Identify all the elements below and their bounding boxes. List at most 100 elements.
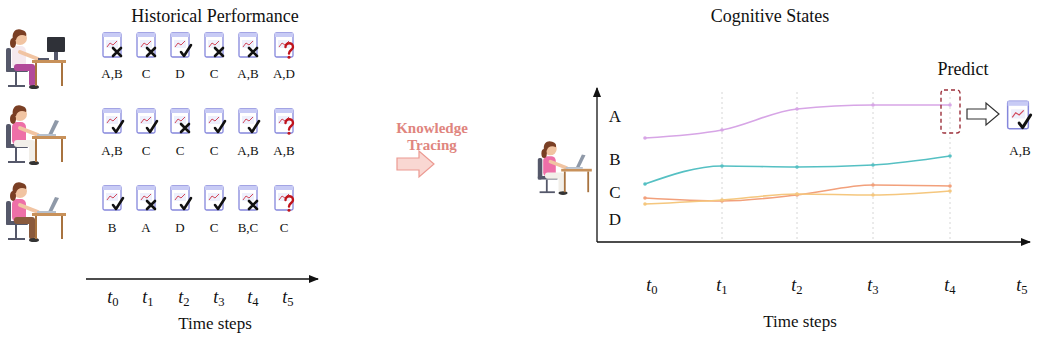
- document-header: [239, 33, 257, 37]
- desk-leg: [35, 139, 37, 162]
- question-dot: [288, 132, 291, 135]
- concept-label: D: [175, 221, 184, 235]
- student-hair: [541, 149, 546, 158]
- document-line: [243, 41, 253, 47]
- tick-index: 1: [147, 295, 153, 309]
- document-chart: [140, 193, 152, 201]
- document-header: [275, 109, 293, 113]
- document-header: [1008, 101, 1029, 106]
- mastery-point: [948, 103, 952, 107]
- document-chart: [208, 116, 220, 124]
- axis-tick: t4: [247, 288, 258, 310]
- tick-symbol: t: [791, 275, 796, 295]
- document-chart: [208, 193, 220, 201]
- document-header: [275, 186, 293, 190]
- question-mark: [286, 43, 294, 53]
- monitor: [47, 37, 65, 52]
- chair-leg: [546, 180, 548, 193]
- concept-label: A,B: [101, 144, 122, 158]
- cross-mark: [147, 201, 155, 209]
- tick-index: 0: [112, 295, 118, 309]
- concept-label: A,D: [273, 67, 295, 81]
- tick-symbol: t: [1016, 275, 1021, 295]
- result-mark: [215, 48, 223, 56]
- concept-label: B: [108, 221, 117, 235]
- exercise-icon: [205, 109, 225, 133]
- document-line: [243, 117, 253, 123]
- concept-label: C: [210, 67, 219, 81]
- document-header: [103, 109, 121, 113]
- tick-symbol: t: [247, 287, 252, 307]
- tick-symbol: t: [646, 275, 651, 295]
- document-chart: [140, 40, 152, 48]
- desk-leg: [61, 63, 63, 86]
- result-mark: [147, 48, 155, 56]
- tick-index: 1: [721, 283, 727, 297]
- document-line: [175, 117, 185, 123]
- mastery-point: [795, 165, 799, 169]
- result-mark: [249, 201, 257, 209]
- process-arrow: [397, 151, 434, 177]
- result-mark: [286, 43, 294, 58]
- concept-label: A,B: [237, 144, 258, 158]
- exercise-icon: [103, 186, 123, 210]
- document: [275, 186, 293, 210]
- desk-leg: [35, 63, 37, 86]
- cross-mark: [147, 48, 155, 56]
- document-chart: [174, 40, 186, 48]
- axis-title: Time steps: [763, 313, 837, 332]
- chair-base: [8, 85, 25, 87]
- panel-title: Historical Performance: [131, 7, 298, 27]
- result-mark: [181, 45, 191, 56]
- check-mark: [215, 121, 225, 132]
- student-hair: [10, 38, 16, 48]
- document-chart: [1011, 109, 1025, 118]
- document-chart: [174, 116, 186, 124]
- exercise-icon: [239, 33, 257, 57]
- concept-label: C: [210, 221, 219, 235]
- exercise-icon: [103, 109, 123, 133]
- document-chart: [106, 40, 118, 48]
- result-mark: [181, 198, 191, 209]
- document-header: [205, 109, 223, 113]
- keyboard: [38, 58, 49, 60]
- mastery-point: [795, 192, 799, 196]
- student-shoe: [559, 191, 568, 195]
- document-header: [103, 186, 121, 190]
- check-mark: [181, 45, 191, 56]
- result-mark: [1019, 115, 1031, 128]
- student-figure: [6, 29, 66, 89]
- exercise-icon: [275, 33, 293, 59]
- laptop-base: [37, 211, 56, 213]
- axis-title: Time steps: [178, 315, 252, 334]
- document-line: [175, 41, 185, 47]
- chair-leg: [15, 225, 17, 239]
- y-axis: [596, 88, 597, 242]
- document-line: [175, 194, 185, 200]
- document: [275, 33, 293, 57]
- mastery-point: [720, 128, 724, 132]
- student-hair: [13, 182, 27, 193]
- document: [103, 33, 121, 57]
- document-header: [171, 33, 189, 37]
- document-line: [107, 194, 117, 200]
- exercise-icon: [239, 109, 259, 133]
- process-label: Knowledge Tracing: [386, 120, 478, 153]
- concept-label: A,B: [273, 144, 294, 158]
- exercise-icon: [171, 186, 191, 210]
- prediction-bracket: [941, 90, 960, 133]
- check-mark: [147, 121, 157, 132]
- mastery-point: [795, 107, 799, 111]
- mastery-point: [871, 163, 875, 167]
- tick-symbol: t: [944, 275, 949, 295]
- axis-tick: t0: [646, 276, 657, 298]
- desk-top: [32, 60, 66, 63]
- tick-symbol: t: [282, 287, 287, 307]
- student-arm: [20, 128, 38, 135]
- check-mark: [249, 121, 259, 132]
- chair-leg: [15, 72, 17, 86]
- document-header: [205, 186, 223, 190]
- student-arm: [550, 162, 566, 168]
- document-chart: [242, 116, 254, 124]
